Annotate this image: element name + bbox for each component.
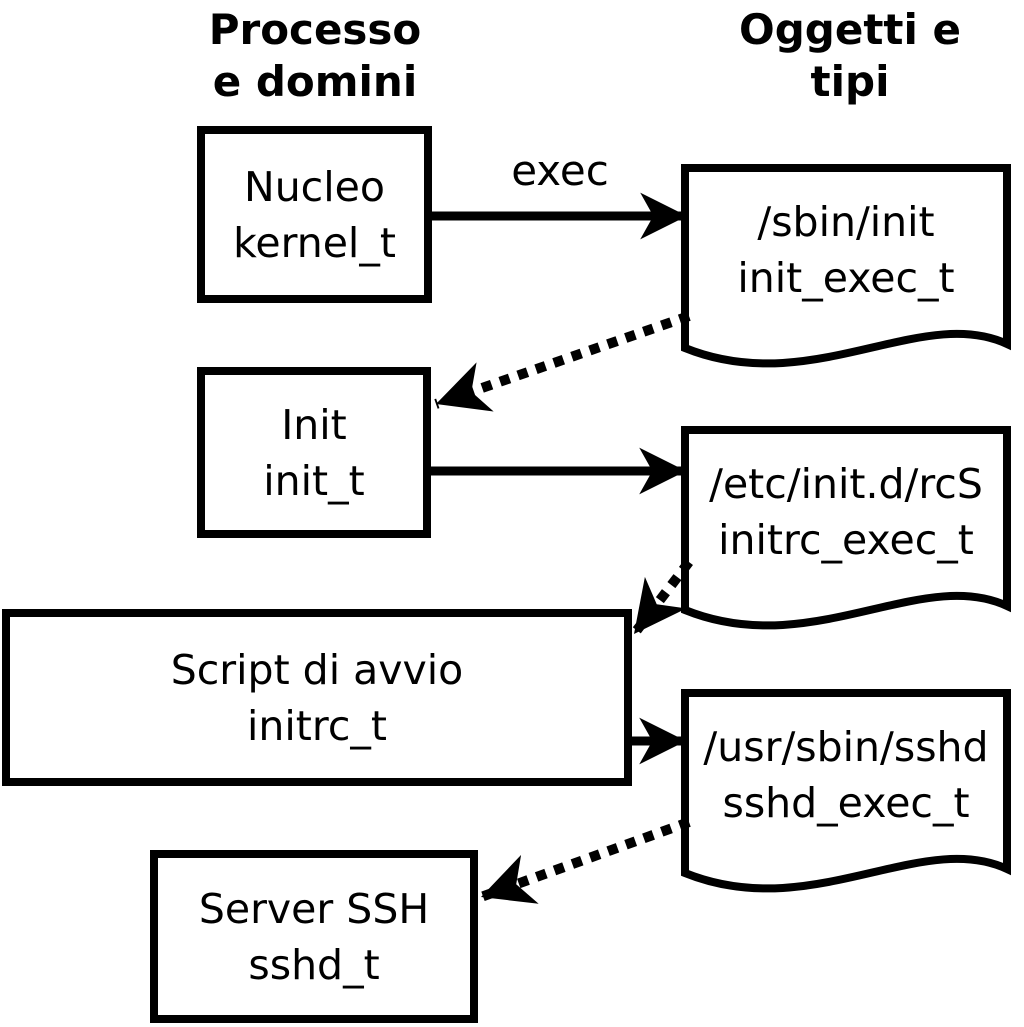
document-initrc-exec-label: /etc/init.d/rcS initrc_exec_t (709, 460, 983, 564)
process-box-initrc: Script di avvio initrc_t (2, 609, 632, 786)
column-header-objects-types: Oggetti e tipi (739, 5, 961, 106)
document-outline-icon (681, 426, 1011, 630)
process-box-kernel-label: Nucleo kernel_t (233, 162, 396, 267)
document-shape-initrc-exec: /etc/init.d/rcS initrc_exec_t (681, 426, 1011, 640)
process-box-init: Init init_t (197, 367, 431, 538)
process-box-init-label: Init init_t (263, 400, 365, 505)
process-box-kernel: Nucleo kernel_t (197, 126, 432, 303)
document-shape-init-exec: /sbin/init init_exec_t (681, 164, 1011, 378)
document-outline-icon (681, 164, 1011, 368)
arrow-label-exec: exec (511, 146, 609, 195)
document-sshd-exec-label: /usr/sbin/sshd sshd_exec_t (703, 723, 989, 827)
dotted-arrow-sshd-exec-to-sshd-domain (479, 817, 691, 904)
document-shape-sshd-exec: /usr/sbin/sshd sshd_exec_t (681, 689, 1011, 903)
column-header-processes-domains: Processo e domini (208, 5, 422, 106)
document-outline-icon (681, 689, 1011, 893)
process-box-initrc-label: Script di avvio initrc_t (170, 645, 464, 750)
document-init-exec-label: /sbin/init init_exec_t (737, 198, 955, 302)
process-box-sshd-label: Server SSH sshd_t (198, 884, 430, 989)
dotted-arrow-init-exec-to-init-domain (434, 311, 691, 412)
process-box-sshd: Server SSH sshd_t (150, 850, 478, 1023)
